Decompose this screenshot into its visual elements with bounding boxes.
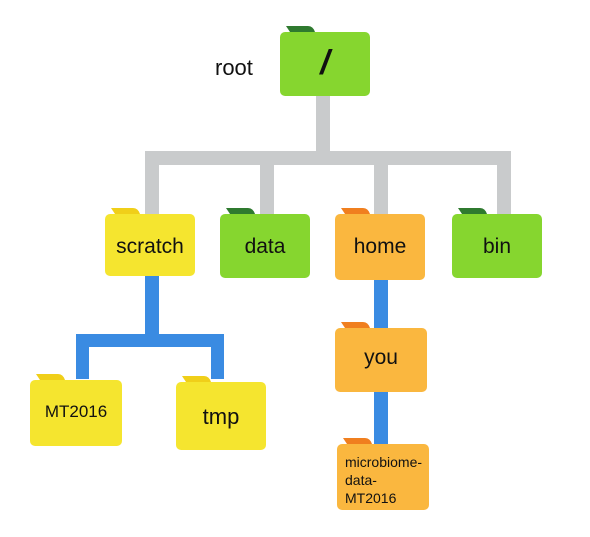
- scratch-trunk-line: [145, 275, 159, 345]
- folder-icon: [105, 208, 195, 276]
- connector-to-mt2016: [76, 334, 89, 379]
- folder-bin-label: bin: [482, 235, 512, 258]
- folder-icon: [30, 374, 122, 446]
- root-trunk-line: [316, 94, 330, 158]
- root-horizontal-line: [145, 151, 511, 165]
- folder-icon: [452, 208, 542, 278]
- folder-tmp[interactable]: tmp: [176, 376, 266, 450]
- folder-data[interactable]: data: [220, 208, 310, 278]
- folder-microbiome-data-mt2016[interactable]: microbiome- data- MT2016: [337, 438, 429, 510]
- folder-icon: [280, 26, 370, 96]
- connector-to-data: [260, 151, 274, 215]
- connector-to-scratch: [145, 151, 159, 215]
- folder-scratch-label: scratch: [116, 235, 184, 258]
- folder-microbiome-label-line-3: MT2016: [345, 490, 397, 506]
- folder-root-label: /: [320, 44, 330, 82]
- folder-mt2016[interactable]: MT2016: [30, 374, 122, 446]
- folder-icon: [335, 322, 427, 392]
- connector-you-to-microbiome: [374, 390, 388, 448]
- folder-scratch[interactable]: scratch: [105, 208, 195, 276]
- scratch-connector-lines: [76, 275, 224, 379]
- folder-icon: [176, 376, 266, 450]
- root-caption: root: [215, 55, 253, 80]
- folder-microbiome-label-line-2: data-: [345, 472, 377, 488]
- root-connector-lines: [145, 94, 511, 215]
- folder-home[interactable]: home: [335, 208, 425, 280]
- folder-home-label: home: [353, 235, 407, 258]
- scratch-horizontal-line: [76, 334, 224, 347]
- folder-icon: [337, 438, 429, 510]
- folder-icon: [220, 208, 310, 278]
- folder-tmp-label: tmp: [202, 404, 240, 429]
- folder-microbiome-label-line-1: microbiome-: [345, 454, 423, 470]
- home-connector-lines: [374, 280, 388, 448]
- connector-to-bin: [497, 151, 511, 215]
- folder-mt2016-label: MT2016: [44, 402, 108, 421]
- connector-home-to-you: [374, 280, 388, 334]
- folder-icon: [335, 208, 425, 280]
- folder-data-label: data: [244, 235, 286, 258]
- folder-root[interactable]: /: [280, 26, 370, 96]
- connector-to-home: [374, 151, 388, 215]
- folder-you[interactable]: you: [335, 322, 427, 392]
- folder-bin[interactable]: bin: [452, 208, 542, 278]
- folder-you-label: you: [364, 346, 398, 369]
- connector-to-tmp: [211, 334, 224, 379]
